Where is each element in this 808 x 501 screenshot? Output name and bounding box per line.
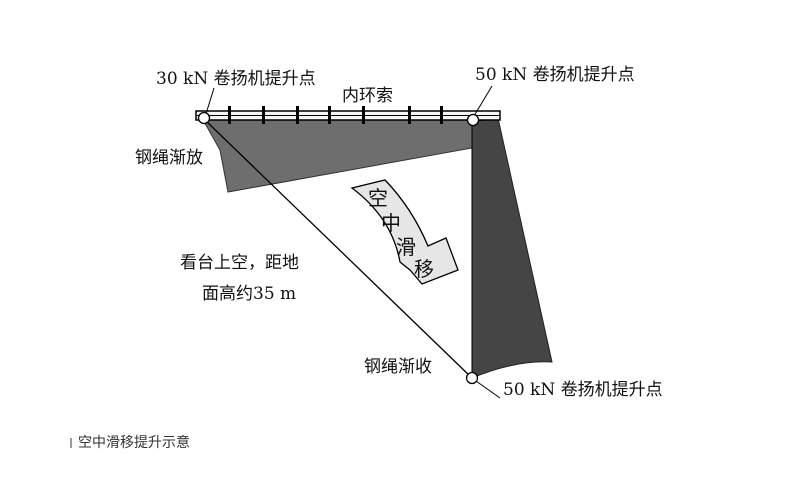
- caption-marker: [70, 438, 72, 448]
- label-rope-release: 钢绳渐放: [135, 148, 203, 168]
- label-50kn-winch-top: 50 kN 卷扬机提升点: [475, 65, 635, 85]
- arrow-char-3: 滑: [396, 235, 416, 259]
- label-inner-ring-cable: 内环索: [342, 86, 393, 106]
- arrow-char-1: 空: [368, 186, 388, 210]
- leader-line-30kn: [204, 87, 215, 118]
- lifting-point-50kn-top: [466, 113, 480, 127]
- figure-caption: 空中滑移提升示意: [70, 432, 190, 452]
- right-membrane-panel: [471, 117, 553, 379]
- leader-line-50kn-bottom: [475, 380, 501, 399]
- lifting-point-50kn-bottom: [465, 371, 479, 385]
- left-membrane-panel: [201, 117, 473, 193]
- arrow-char-2: 中: [381, 211, 401, 235]
- leader-line-50kn-top: [473, 85, 493, 117]
- inner-ring-cable: [195, 106, 501, 124]
- label-50kn-winch-bottom: 50 kN 卷扬机提升点: [503, 380, 663, 400]
- label-rope-retract: 钢绳渐收: [364, 357, 432, 377]
- slide-direction-arrow: [350, 179, 459, 285]
- label-above-stand-1: 看台上空，距地: [180, 253, 299, 273]
- label-30kn-winch: 30 kN 卷扬机提升点: [156, 69, 316, 89]
- lifting-point-30kn: [197, 111, 211, 125]
- label-above-stand-2: 面高约35 m: [202, 284, 296, 304]
- arrow-char-4: 移: [414, 257, 434, 281]
- diagonal-rope: [204, 119, 473, 379]
- caption-text: 空中滑移提升示意: [78, 435, 190, 451]
